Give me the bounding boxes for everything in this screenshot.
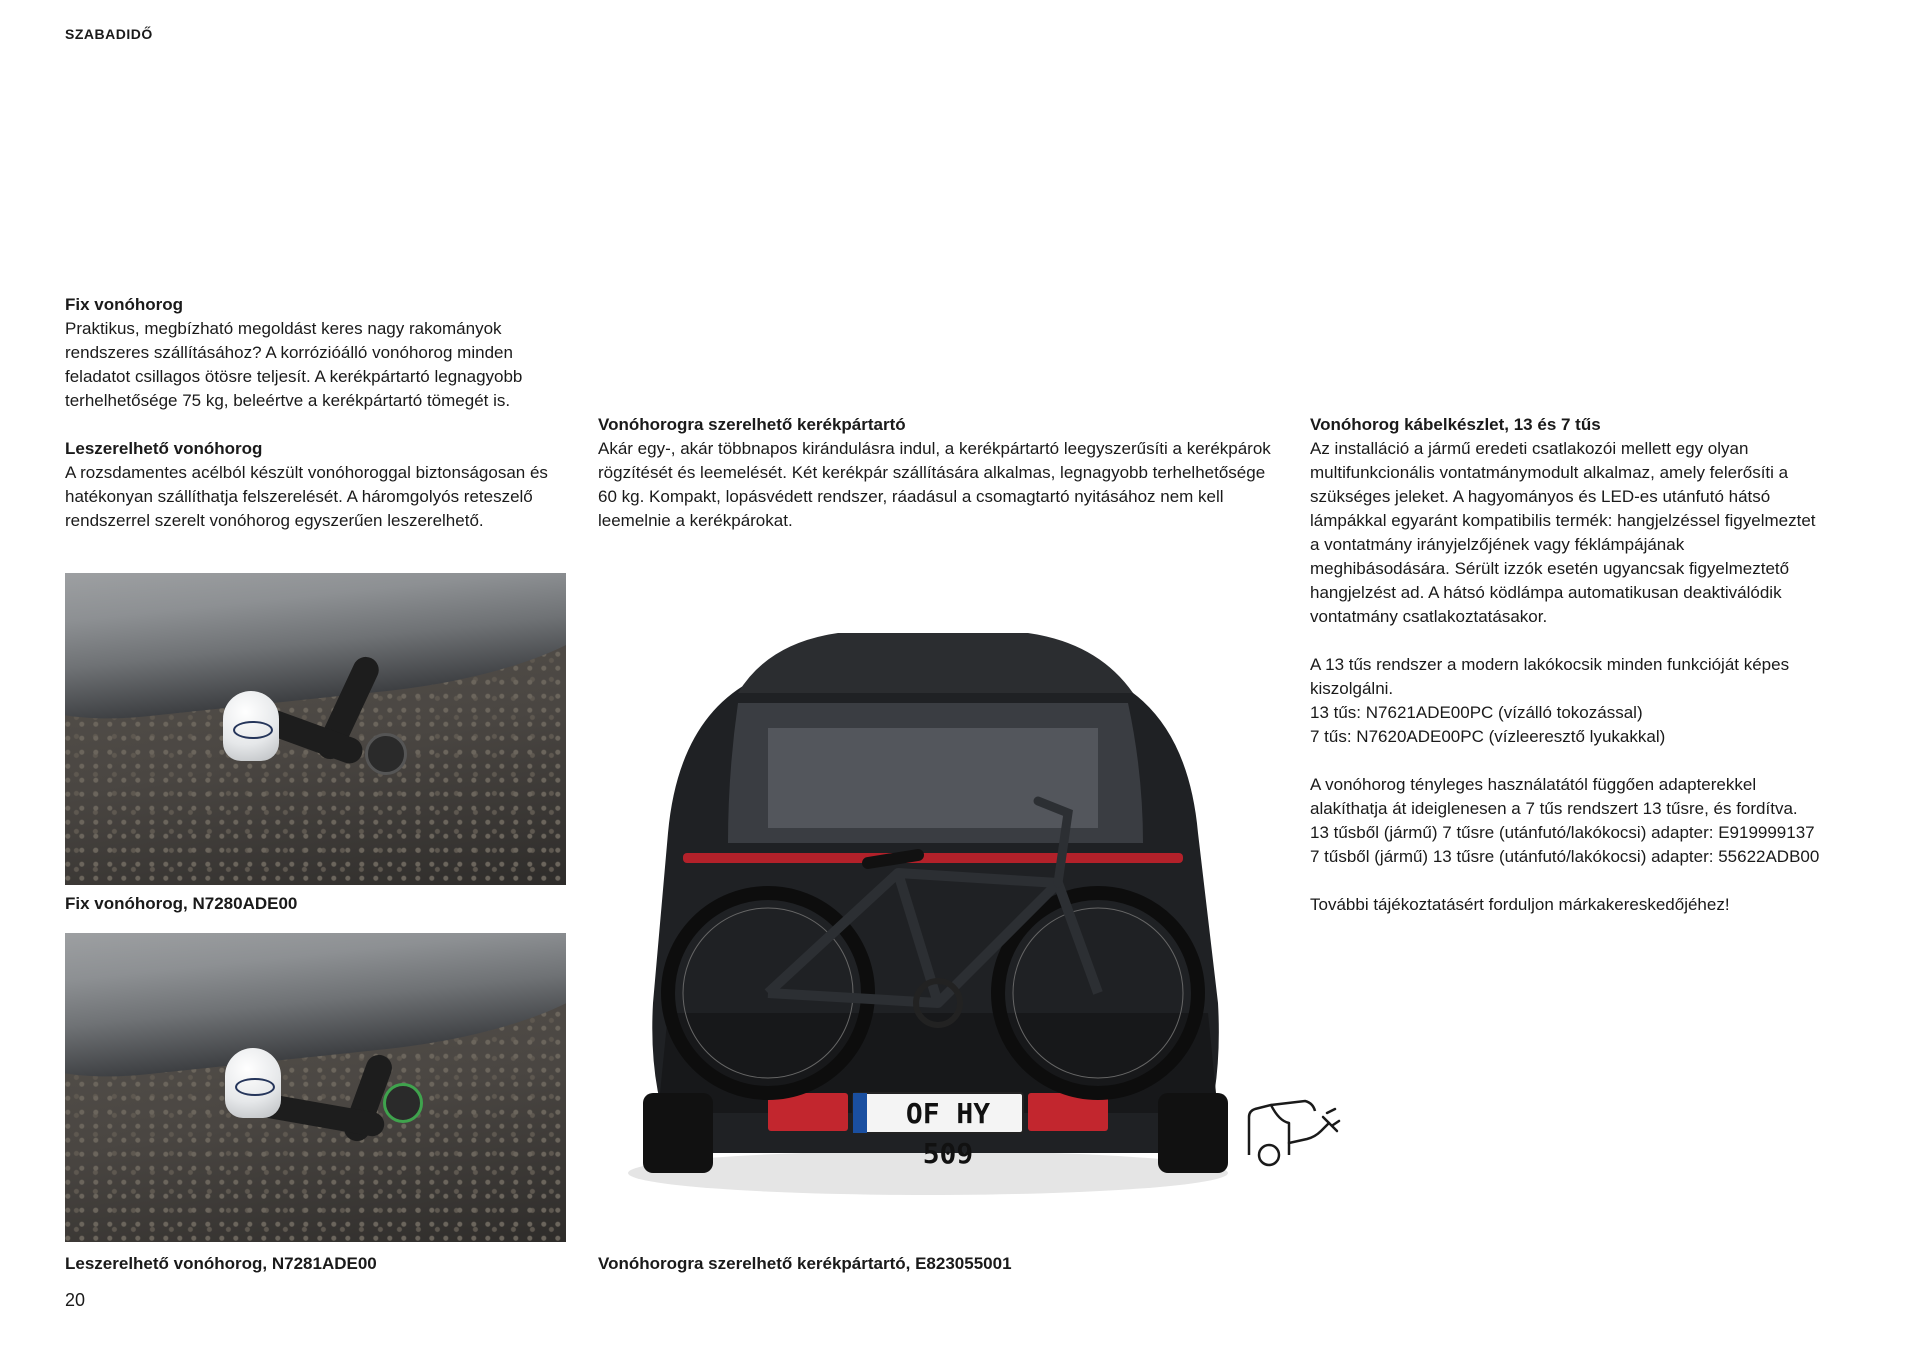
fixed-hitch-photo — [65, 573, 566, 885]
wiring-kit-p1: Az installáció a jármű eredeti csatlakoz… — [1310, 439, 1816, 626]
wiring-kit-p3-line1: A vonóhorog tényleges használatától függ… — [1310, 775, 1798, 818]
wiring-kit-p2-line1: A 13 tűs rendszer a modern lakókocsik mi… — [1310, 655, 1790, 698]
bike-carrier-caption: Vonóhorogra szerelhető kerékpártartó, E8… — [598, 1254, 1012, 1273]
fix-hitch-title: Fix vonóhorog — [65, 295, 184, 314]
wiring-kit-title: Vonóhorog kábelkészlet, 13 és 7 tűs — [1310, 415, 1601, 434]
fix-hitch-text: Praktikus, megbízható megoldást keres na… — [65, 319, 523, 410]
removable-hitch-photo — [65, 933, 566, 1242]
car-bike-illustration — [628, 633, 1228, 1195]
bike-carrier-text: Akár egy-, akár többnapos kirándulásra i… — [598, 439, 1271, 530]
page-number: 20 — [65, 1290, 86, 1310]
removable-hitch-text: A rozsdamentes acélból készült vonóhorog… — [65, 463, 548, 530]
bike-carrier-photo: OF HY 509 — [598, 573, 1278, 1243]
removable-hitch-title: Leszerelhető vonóhorog — [65, 439, 263, 458]
removable-hitch-caption: Leszerelhető vonóhorog, N7281ADE00 — [65, 1254, 377, 1273]
fixed-hitch-caption: Fix vonóhorog, N7280ADE00 — [65, 894, 298, 913]
wiring-kit-p2-line2: 13 tűs: N7621ADE00PC (vízálló tokozással… — [1310, 703, 1643, 722]
towing-wiring-icon — [1245, 1095, 1341, 1175]
bike-carrier-title: Vonóhorogra szerelhető kerékpártartó — [598, 415, 906, 434]
license-plate: OF HY 509 — [905, 1097, 991, 1170]
col3-text: Vonóhorog kábelkészlet, 13 és 7 tűs Az i… — [1310, 413, 1820, 917]
col1-text: Fix vonóhorog Praktikus, megbízható mego… — [65, 293, 575, 533]
wiring-kit-p2-line3: 7 tűs: N7620ADE00PC (vízleeresztő lyukak… — [1310, 727, 1666, 746]
wiring-kit-p3-line2: 13 tűsből (jármű) 7 tűsre (utánfutó/lakó… — [1310, 823, 1815, 842]
section-label: SZABADIDŐ — [65, 26, 153, 42]
col2-text: Vonóhorogra szerelhető kerékpártartó Aká… — [598, 413, 1288, 533]
wiring-kit-p3-line3: 7 tűsből (jármű) 13 tűsre (utánfutó/lakó… — [1310, 847, 1820, 866]
wiring-kit-p4: További tájékoztatásért forduljon márkak… — [1310, 895, 1730, 914]
